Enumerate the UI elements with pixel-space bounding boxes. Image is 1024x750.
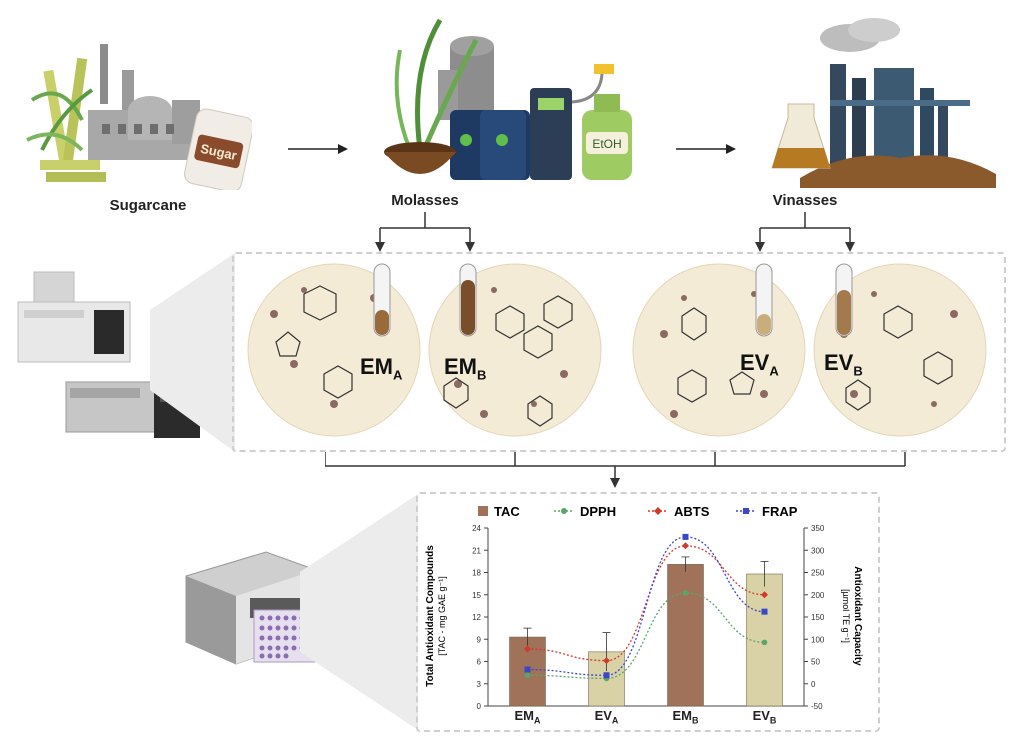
x-category-label: EMB [672, 708, 699, 726]
x-category-label: EVB [752, 708, 777, 726]
y-tick-label-left: 15 [472, 591, 481, 600]
dpph-line [527, 592, 765, 680]
y-tick-label-left: 0 [477, 702, 482, 711]
zoom-projection [300, 494, 418, 730]
y-tick-label-right: 0 [811, 680, 816, 689]
y-tick-label-left: 9 [477, 635, 482, 644]
vinasses-refinery-illustration [771, 18, 996, 188]
y-tick-label-left: 3 [477, 680, 482, 689]
abts-point [682, 542, 689, 550]
dpph-point [761, 639, 768, 646]
legend-label-tac: TAC [494, 504, 520, 519]
legend-label-abts: ABTS [674, 504, 710, 519]
arrow-right-icon [288, 144, 348, 154]
molasses-ethanol-illustration: EtOH [384, 18, 632, 180]
y-tick-label-left: 18 [472, 569, 481, 578]
frap-point [524, 666, 531, 673]
sample-label-em-b: EMB [444, 354, 487, 383]
sample-label-ev-a: EVA [740, 350, 779, 379]
branch-arrows [375, 212, 475, 252]
y-tick-label-right: 300 [811, 546, 825, 555]
y-tick-label-right: 200 [811, 591, 825, 600]
samples-panel [232, 252, 1006, 452]
x-category-label: EVA [594, 708, 619, 726]
abts-point [603, 657, 610, 665]
y-tick-label-right: 250 [811, 569, 825, 578]
zoom-projection [150, 253, 235, 452]
y-tick-label-right: 350 [811, 524, 825, 533]
stage-label-sugarcane: Sugarcane [109, 197, 187, 214]
y-tick-label-right: -50 [811, 702, 823, 711]
abts-point [761, 591, 768, 599]
legend-label-frap: FRAP [762, 504, 798, 519]
y-tick-label-right: 50 [811, 658, 820, 667]
plate-reader-illustration [185, 551, 325, 665]
y-axis-unit-right: [µmol TE g⁻¹] [841, 589, 851, 643]
sugar-bag-text: Sugar [199, 141, 238, 163]
frap-point [682, 533, 689, 540]
dpph-point [682, 590, 689, 596]
stage-label-vinasses: Vinasses [772, 192, 838, 209]
sample-circles [247, 263, 987, 437]
frap-line [527, 536, 765, 676]
y-tick-label-right: 100 [811, 635, 825, 644]
y-tick-label-left: 12 [472, 613, 481, 622]
sample-label-ev-b: EVB [824, 350, 863, 379]
y-axis-unit-left: [TAC - mg GAE g⁻¹] [437, 576, 447, 656]
y-tick-label-left: 24 [472, 524, 481, 533]
arrow-right-icon [676, 144, 736, 154]
abts-line [527, 545, 765, 662]
abts-point [524, 645, 531, 653]
chart-legend: TAC DPPH ABTS FRAP [478, 504, 798, 519]
y-axis-title-left: Total Antioxidant Compounds [425, 545, 436, 687]
tac-bar [667, 564, 704, 707]
sample-label-em-a: EMA [360, 354, 403, 383]
y-tick-label-left: 6 [477, 658, 482, 667]
y-axis-title-right: Antioxidant Capacity [852, 566, 863, 666]
y-tick-label-right: 150 [811, 613, 825, 622]
stage-label-molasses: Molasses [391, 192, 459, 209]
antioxidant-chart: TAC DPPH ABTS FRAP Total Antioxidant Com… [425, 504, 863, 711]
frap-point [603, 672, 610, 679]
etoh-label: EtOH [592, 137, 621, 151]
chart-panel [416, 492, 880, 732]
branch-arrows [755, 212, 855, 252]
sugarcane-factory-illustration: Sugar [26, 44, 252, 190]
legend-label-dpph: DPPH [580, 504, 616, 519]
dpph-point [524, 672, 531, 679]
x-category-label: EMA [514, 708, 541, 726]
merge-arrow [325, 452, 906, 488]
y-tick-label-left: 21 [472, 546, 481, 555]
frap-point [761, 608, 768, 615]
